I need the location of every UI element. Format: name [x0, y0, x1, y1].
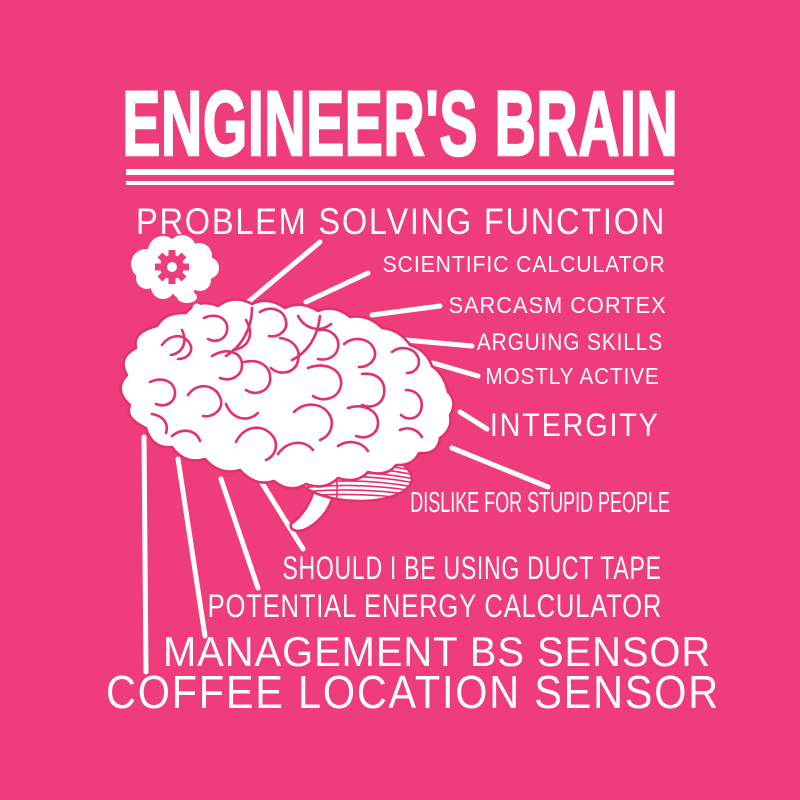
title-underline-top	[126, 169, 674, 175]
brainstem	[289, 487, 336, 533]
label-intergity: INTERGITY	[490, 407, 660, 443]
leader-line-management	[175, 456, 208, 639]
leader-line-mostly	[430, 360, 481, 379]
label-dislike-for-stupid-people: DISLIKE FOR STUPID PEOPLE	[410, 487, 670, 519]
leader-line-ducttape	[259, 480, 306, 552]
gear-icon	[155, 250, 189, 284]
label-potential-energy-calculator: POTENTIAL ENERGY CALCULATOR	[207, 588, 662, 624]
leader-line-coffee	[141, 434, 149, 675]
leader-line-arguing	[402, 337, 475, 349]
leader-lines	[141, 239, 551, 675]
title-row: ENGINEER'S BRAIN	[0, 73, 800, 175]
leader-line-dislike	[449, 445, 551, 490]
leader-line-intergity	[457, 409, 490, 432]
label-arguing-skills: ARGUING SKILLS	[476, 329, 663, 356]
thought-bubble-icon	[131, 235, 219, 313]
leader-line-sarcasm	[369, 303, 443, 318]
label-scientific-calculator: SCIENTIFIC CALCULATOR	[382, 251, 666, 277]
leader-line-potential	[218, 476, 261, 591]
cerebrum	[119, 298, 455, 490]
leader-line-scientific	[303, 270, 371, 305]
gyri-lines	[148, 306, 424, 462]
label-should-i-be-using-duct-tape: SHOULD I BE USING DUCT TAPE	[282, 550, 662, 586]
leader-line-problem	[244, 239, 323, 306]
label-mostly-active: MOSTLY ACTIVE	[485, 363, 660, 389]
title-underline-bottom	[126, 181, 674, 185]
label-management-bs-sensor: MANAGEMENT BS SENSOR	[163, 628, 712, 675]
page-title: ENGINEER'S BRAIN	[121, 73, 678, 175]
label-sarcasm-cortex: SARCASM CORTEX	[448, 292, 667, 318]
label-problem-solving-function: PROBLEM SOLVING FUNCTION	[136, 201, 667, 242]
label-coffee-location-sensor: COFFEE LOCATION SENSOR	[106, 666, 720, 718]
